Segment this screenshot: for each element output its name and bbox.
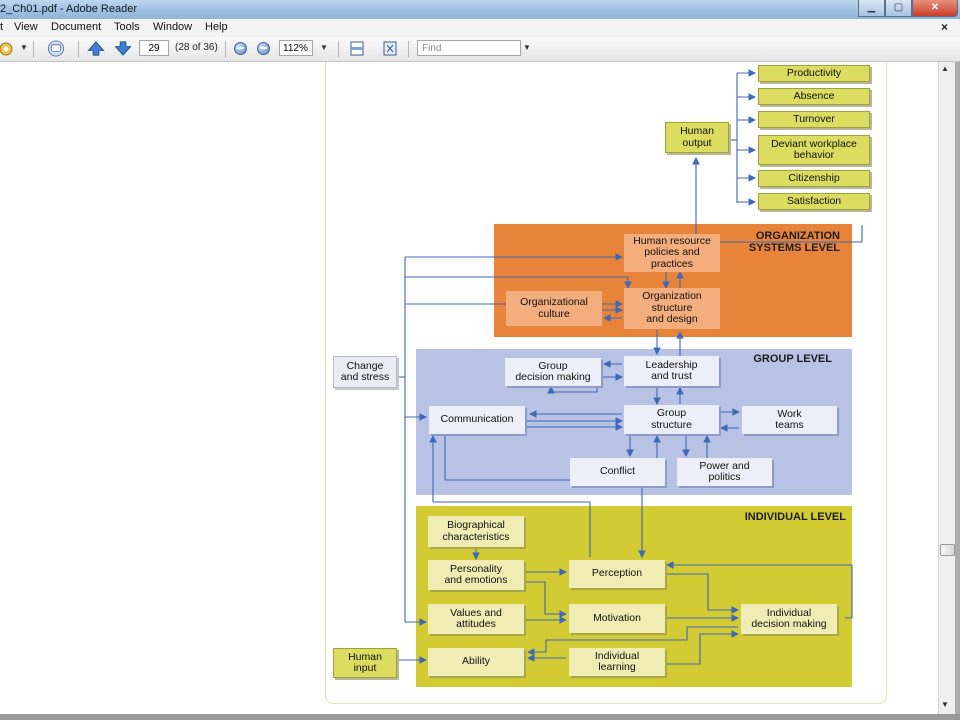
perception-box: Perception xyxy=(569,560,665,588)
find-input[interactable]: Find xyxy=(417,40,521,56)
window-title-bar: 2_Ch01.pdf - Adobe Reader ▁ ▢ ✕ xyxy=(0,0,960,20)
menu-view[interactable]: View xyxy=(14,21,38,33)
scroll-up-icon[interactable]: ▲ xyxy=(941,64,949,73)
human-input-box: Human input xyxy=(333,648,397,678)
power-politics-box: Power and politics xyxy=(677,458,772,486)
page-number-input[interactable]: 29 xyxy=(139,40,169,56)
organizational-culture-box: Organizational culture xyxy=(506,291,602,326)
individual-learning-box: Individual learning xyxy=(569,648,665,676)
output-deviant-behavior: Deviant workplace behavior xyxy=(758,135,870,165)
conflict-box: Conflict xyxy=(570,458,665,486)
menu-help[interactable]: Help xyxy=(205,21,228,33)
output-citizenship: Citizenship xyxy=(758,170,870,187)
ability-box: Ability xyxy=(428,648,524,676)
page-count-label: (28 of 36) xyxy=(175,42,218,53)
toolbar: ▼ 29 (28 of 36) 112% ▼ Find ▼ xyxy=(0,37,960,62)
fit-width-icon[interactable] xyxy=(349,40,365,57)
group-level-title: GROUP LEVEL xyxy=(753,353,832,365)
next-page-icon[interactable] xyxy=(113,40,133,57)
window-title: 2_Ch01.pdf - Adobe Reader xyxy=(0,3,137,15)
hr-policies-box: Human resource policies and practices xyxy=(624,234,720,272)
communication-box: Communication xyxy=(429,406,525,434)
personality-emotions-box: Personality and emotions xyxy=(428,560,524,590)
previous-page-icon[interactable] xyxy=(86,40,106,57)
output-productivity: Productivity xyxy=(758,65,870,82)
output-satisfaction: Satisfaction xyxy=(758,193,870,210)
individual-decision-making-box: Individual decision making xyxy=(741,604,837,634)
share-dropdown-icon[interactable]: ▼ xyxy=(20,43,28,52)
output-absence: Absence xyxy=(758,88,870,105)
motivation-box: Motivation xyxy=(569,604,665,633)
find-dropdown-icon[interactable]: ▼ xyxy=(523,43,531,52)
close-window-button[interactable]: ✕ xyxy=(912,0,958,17)
maximize-button[interactable]: ▢ xyxy=(885,0,912,17)
individual-level-title: INDIVIDUAL LEVEL xyxy=(744,511,846,523)
group-structure-box: Group structure xyxy=(624,405,719,434)
close-document-icon[interactable]: × xyxy=(940,20,948,34)
menu-bar: t View Document Tools Window Help × xyxy=(0,19,960,38)
human-output-box: Human output xyxy=(665,122,729,153)
biographical-characteristics-box: Biographical characteristics xyxy=(428,516,524,547)
minimize-button[interactable]: ▁ xyxy=(858,0,885,17)
scrollbar-thumb[interactable] xyxy=(940,544,955,556)
menu-tools[interactable]: Tools xyxy=(114,21,140,33)
vertical-scrollbar[interactable]: ▲ ▼ xyxy=(938,62,955,714)
share-icon[interactable] xyxy=(0,40,16,57)
leadership-trust-box: Leadership and trust xyxy=(624,356,719,386)
menu-file[interactable]: t xyxy=(0,21,4,33)
organization-level-title: ORGANIZATION SYSTEMS LEVEL xyxy=(748,230,840,254)
menu-window[interactable]: Window xyxy=(153,21,193,33)
zoom-in-icon[interactable] xyxy=(257,42,270,55)
scroll-down-icon[interactable]: ▼ xyxy=(941,700,949,709)
bottom-border xyxy=(0,714,960,720)
menu-document[interactable]: Document xyxy=(51,21,102,33)
group-decision-making-box: Group decision making xyxy=(505,358,601,386)
full-screen-icon[interactable] xyxy=(382,40,398,57)
organization-structure-box: Organization structure and design xyxy=(624,288,720,329)
zoom-level-field[interactable]: 112% xyxy=(279,40,313,56)
output-turnover: Turnover xyxy=(758,111,870,128)
zoom-out-icon[interactable] xyxy=(234,42,247,55)
comment-icon[interactable] xyxy=(43,40,69,57)
work-teams-box: Work teams xyxy=(742,406,837,434)
change-and-stress-box: Change and stress xyxy=(333,356,397,388)
values-attitudes-box: Values and attitudes xyxy=(428,604,524,634)
zoom-dropdown-icon[interactable]: ▼ xyxy=(320,43,328,52)
document-viewer[interactable]: ORGANIZATION SYSTEMS LEVEL GROUP LEVEL I… xyxy=(0,62,938,714)
